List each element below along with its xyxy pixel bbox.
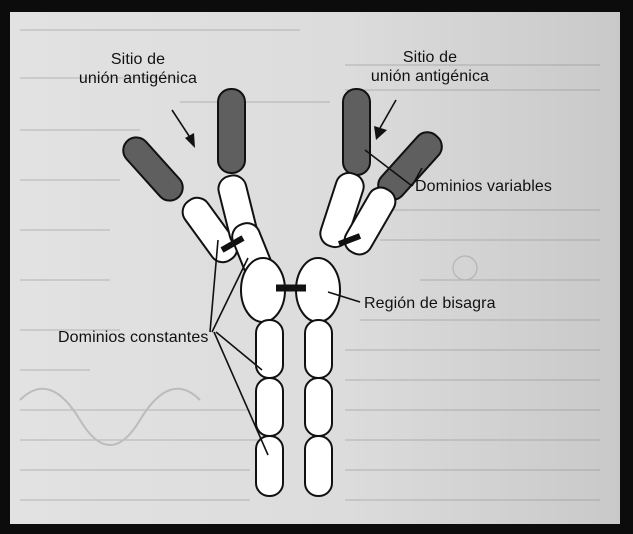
- fc-left-chain: [256, 320, 283, 496]
- left-antigen-site-line1: Sitio de: [68, 50, 208, 69]
- constant-domains-label: Dominios constantes: [58, 328, 208, 347]
- right-antigen-site-line2: unión antigénica: [360, 67, 500, 86]
- fc-right-chain: [305, 320, 332, 496]
- right-antigen-site-label: Sitio de unión antigénica: [360, 48, 500, 86]
- left-heavy-variable-domain: [218, 89, 245, 173]
- hinge-region-label: Región de bisagra: [364, 294, 496, 313]
- right-heavy-variable-domain: [343, 89, 370, 175]
- left-antigen-site-label: Sitio de unión antigénica: [68, 50, 208, 88]
- left-antigen-site-line2: unión antigénica: [68, 69, 208, 88]
- right-antigen-site-line1: Sitio de: [360, 48, 500, 67]
- variable-domains-label: Dominios variables: [415, 177, 552, 196]
